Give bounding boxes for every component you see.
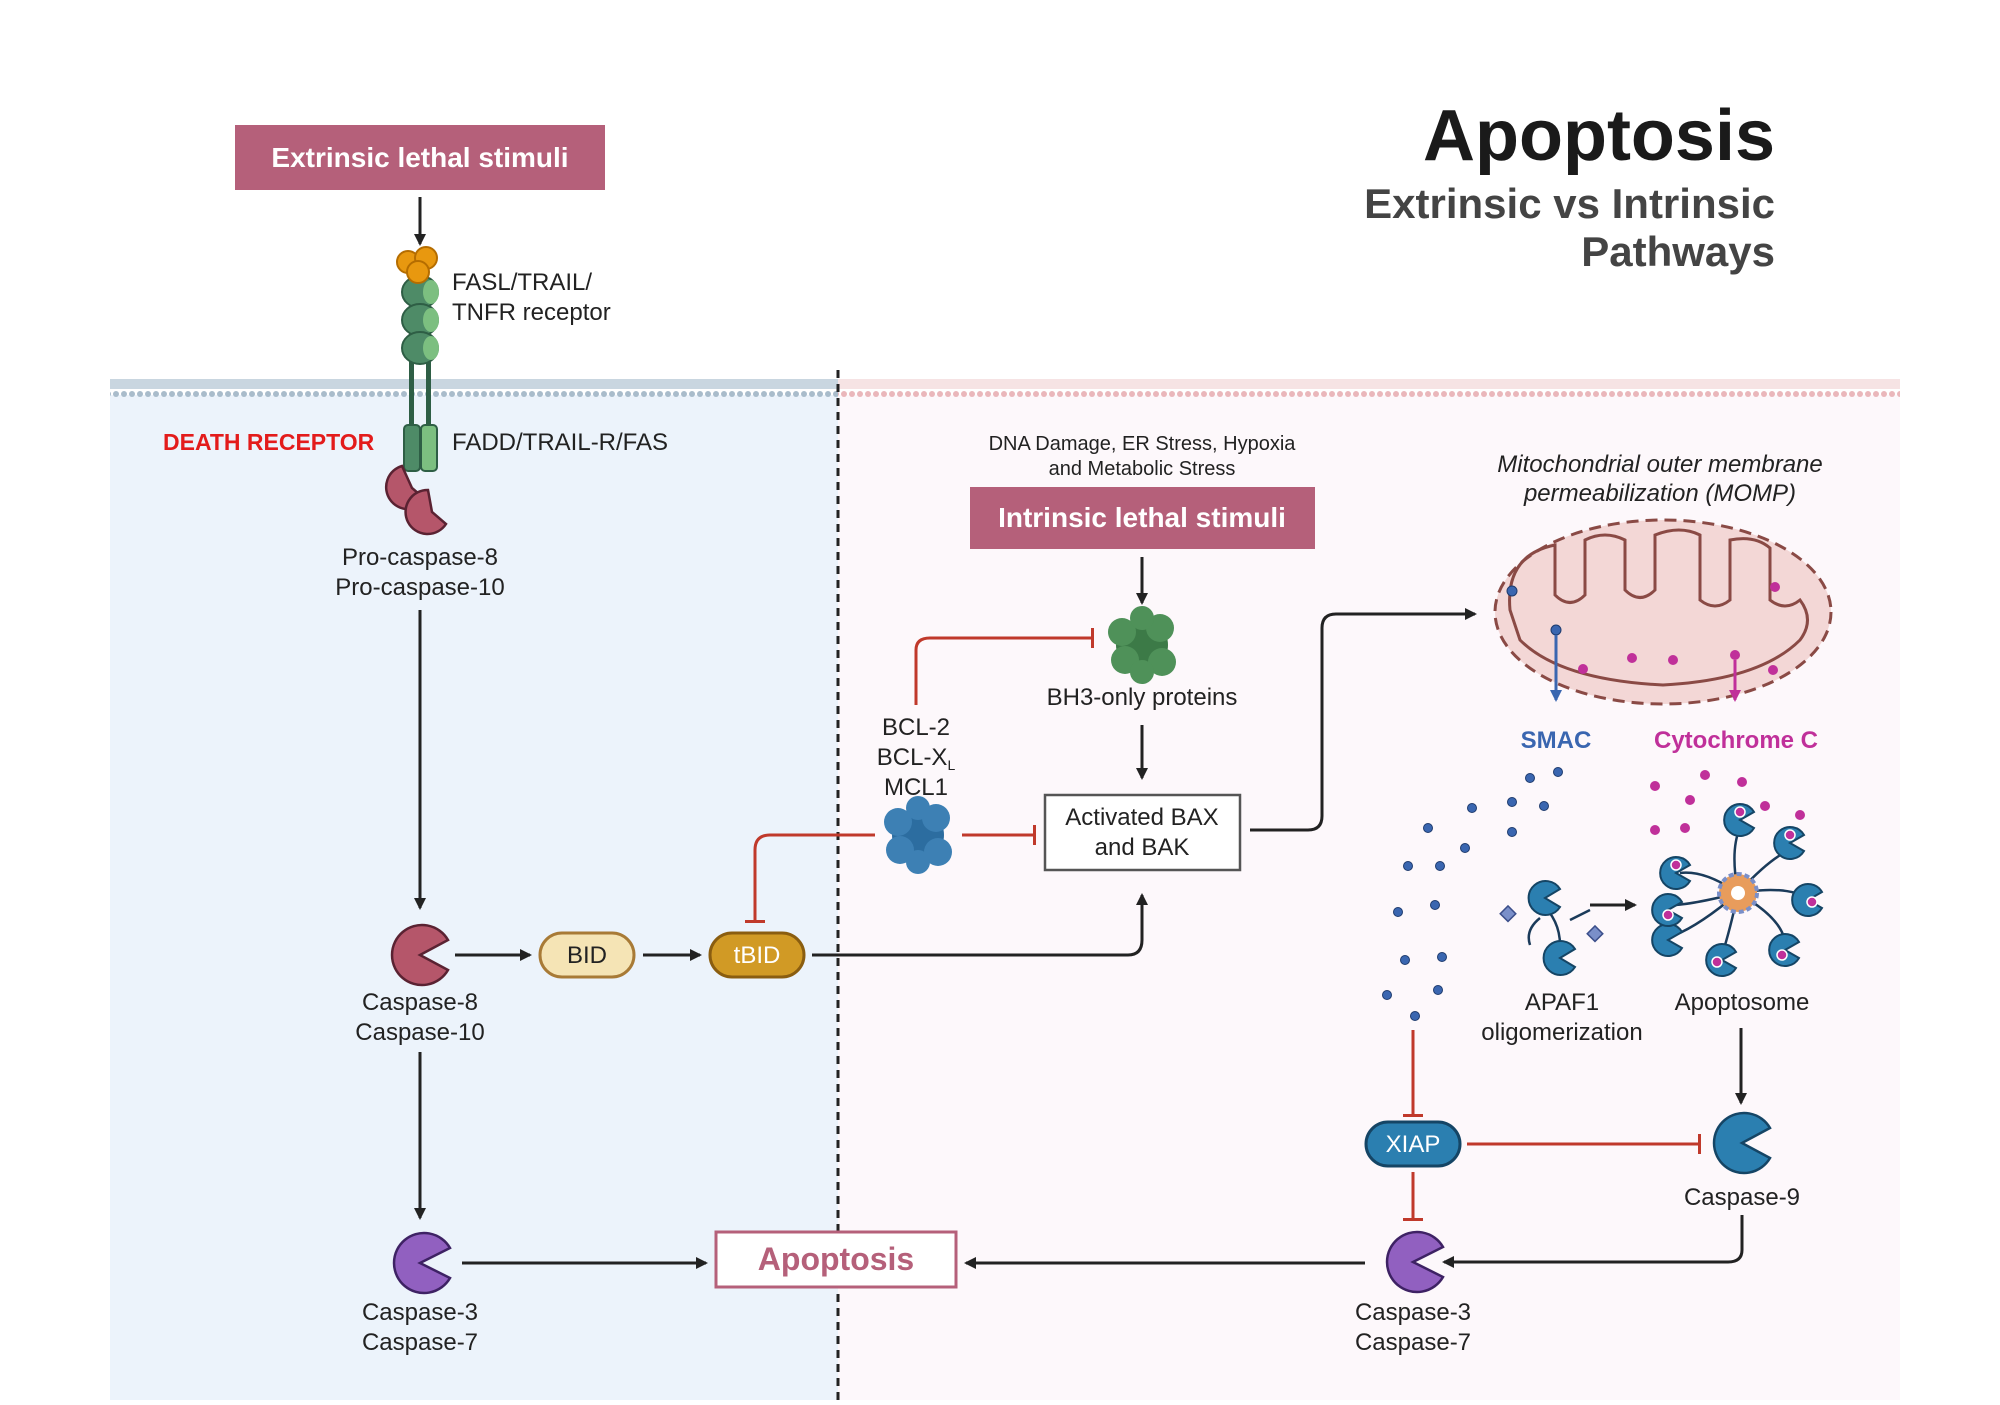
caspase8-label-line1: Caspase-8 [362, 989, 478, 1016]
bh3-protein-icon [1108, 606, 1176, 684]
death-receptor-icon [401, 275, 439, 472]
procaspase-label-line2: Pro-caspase-10 [335, 574, 504, 601]
caspase3-extrinsic-icon [392, 1231, 452, 1295]
ligand-label-line2: TNFR receptor [452, 299, 611, 326]
bax-label-line1: Activated BAX [1065, 804, 1218, 831]
caspase9-icon [1712, 1111, 1772, 1175]
apaf1-label-line2: oligomerization [1481, 1019, 1642, 1046]
intrinsic-stimuli-box [970, 487, 1315, 549]
page-title: Apoptosis [1423, 96, 1775, 176]
xiap-node [1364, 1120, 1462, 1168]
bid-label: BID [567, 942, 607, 969]
inhibit-tbid-to-bcl2 [745, 833, 875, 923]
bax-label-line2: and BAK [1095, 834, 1190, 861]
caspase3-intrinsic-label-line1: Caspase-3 [1355, 1299, 1471, 1326]
ligand-icon [396, 246, 438, 284]
bclxl-label: BCL-XL [877, 744, 956, 773]
apoptosome-icon [1651, 803, 1824, 977]
apaf1-icon [1499, 880, 1604, 976]
smac-molecules [1382, 767, 1563, 1021]
arrow-bax-to-mitochondria [1250, 608, 1477, 832]
caspase3-intrinsic-label-line2: Caspase-7 [1355, 1329, 1471, 1356]
arrow-caspase9-to-caspase3 [1442, 1215, 1744, 1268]
caspase3-intrinsic-icon [1385, 1230, 1445, 1294]
caspase9-label: Caspase-9 [1684, 1184, 1800, 1211]
apoptosis-outcome-box [714, 1230, 958, 1289]
mitochondrion-icon [1493, 518, 1833, 706]
page-subtitle-line1: Extrinsic vs Intrinsic [1364, 180, 1775, 227]
bax-bak-box [1043, 793, 1242, 872]
caspase8-label-line2: Caspase-10 [355, 1019, 484, 1046]
tbid-node [708, 931, 806, 979]
procaspase-label-line1: Pro-caspase-8 [342, 544, 498, 571]
arrow-tbid-to-bax [812, 893, 1148, 957]
cytc-molecules [1650, 770, 1805, 835]
bid-node [538, 931, 636, 979]
caspase3-extrinsic-label-line2: Caspase-7 [362, 1329, 478, 1356]
stress-label-line1: DNA Damage, ER Stress, Hypoxia [989, 433, 1297, 455]
apaf1-label-line1: APAF1 [1525, 989, 1599, 1016]
inhibit-bcl2-to-bh3 [914, 628, 1094, 705]
death-receptor-label: DEATH RECEPTOR [163, 429, 375, 455]
momp-label-line2: permeabilization (MOMP) [1523, 480, 1796, 507]
smac-label: SMAC [1521, 727, 1592, 754]
bcl2-protein-icon [884, 796, 952, 874]
intrinsic-stimuli-label: Intrinsic lethal stimuli [998, 502, 1286, 533]
extrinsic-stimuli-box [235, 125, 605, 190]
momp-label-line1: Mitochondrial outer membrane [1497, 451, 1823, 478]
bcl2-label: BCL-2 [882, 714, 950, 741]
xiap-label: XIAP [1386, 1131, 1441, 1158]
adaptor-label: FADD/TRAIL-R/FAS [452, 429, 668, 456]
procaspase-icon [384, 464, 448, 536]
apoptosome-label: Apoptosome [1675, 989, 1810, 1016]
bh3-label: BH3-only proteins [1047, 684, 1238, 711]
extrinsic-stimuli-label: Extrinsic lethal stimuli [271, 142, 568, 173]
stress-label-line2: and Metabolic Stress [1049, 458, 1236, 480]
ligand-label-line1: FASL/TRAIL/ [452, 269, 592, 296]
tbid-label: tBID [734, 942, 781, 969]
cytc-label: Cytochrome C [1654, 727, 1818, 754]
page-subtitle-line2: Pathways [1581, 228, 1775, 275]
apoptosis-outcome-label: Apoptosis [758, 1241, 914, 1277]
caspase8-icon [390, 923, 450, 987]
caspase3-extrinsic-label-line1: Caspase-3 [362, 1299, 478, 1326]
